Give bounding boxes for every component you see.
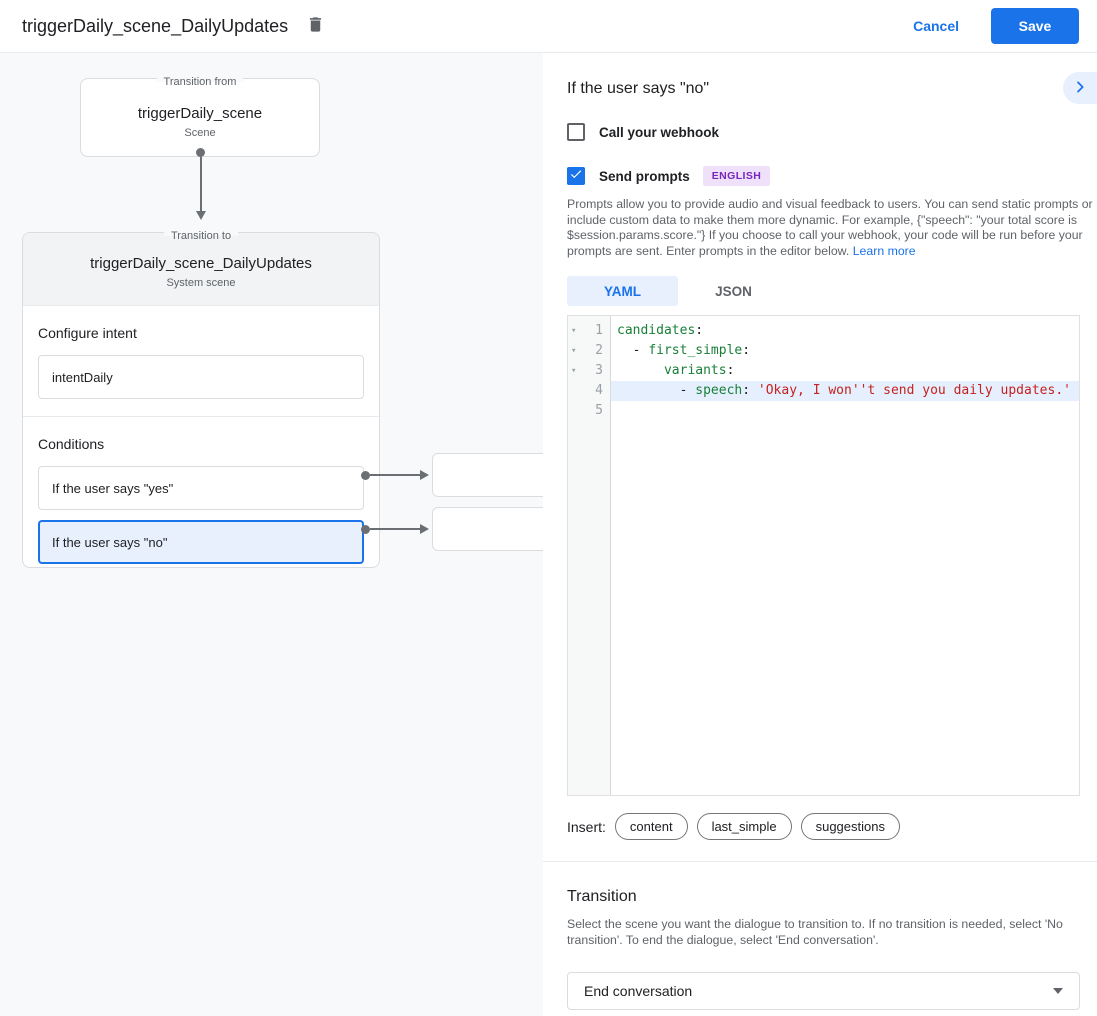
condition-detail-panel: If the user says "no" Call your webhook … (543, 53, 1097, 1016)
tab-json[interactable]: JSON (715, 283, 752, 299)
condition-no-port-dot (361, 525, 370, 534)
prompts-description-text: Prompts allow you to provide audio and v… (567, 197, 1093, 258)
scene-card-header: triggerDaily_scene_DailyUpdates System s… (23, 233, 379, 306)
insert-row: Insert: content last_simple suggestions (567, 813, 1080, 840)
gutter-line-number: ▾1 (568, 321, 610, 341)
send-prompts-checkbox[interactable] (567, 167, 585, 185)
delete-scene-button[interactable] (306, 15, 325, 37)
fold-arrow-icon[interactable]: ▾ (571, 346, 577, 356)
condition-item-yes[interactable]: If the user says "yes" (38, 466, 364, 510)
webhook-checkbox[interactable] (567, 123, 585, 141)
conditions-section: Conditions If the user says "yes" If the… (23, 417, 379, 581)
connector-line (200, 157, 202, 211)
collapse-panel-button[interactable] (1063, 72, 1097, 104)
arrowhead-right-icon (420, 524, 429, 534)
arrowhead-down-icon (196, 211, 206, 220)
connector-dot (196, 148, 205, 157)
transition-to-card: Transition to triggerDaily_scene_DailyUp… (22, 230, 380, 568)
chevron-right-icon (1072, 79, 1088, 98)
send-prompts-checkbox-row[interactable]: Send prompts ENGLISH (567, 166, 1080, 186)
caret-down-icon (1053, 988, 1063, 994)
code-line[interactable]: candidates: (617, 323, 704, 338)
transition-from-legend: Transition from (81, 72, 319, 90)
transition-from-node[interactable]: Transition from triggerDaily_scene Scene (80, 76, 320, 157)
insert-chip-suggestions[interactable]: suggestions (800, 813, 900, 840)
condition-no-connector (370, 528, 420, 530)
page-title: triggerDaily_scene_DailyUpdates (22, 15, 289, 36)
language-badge: ENGLISH (702, 166, 771, 186)
cancel-button[interactable]: Cancel (913, 18, 959, 34)
conditions-label: Conditions (38, 436, 105, 452)
webhook-checkbox-row[interactable]: Call your webhook (567, 123, 1080, 141)
code-line[interactable] (611, 401, 1079, 421)
trash-icon (306, 15, 325, 37)
from-scene-name: triggerDaily_scene (137, 104, 263, 122)
condition-yes-target-node[interactable] (432, 453, 558, 497)
condition-yes-port-dot (361, 471, 370, 480)
tab-yaml[interactable]: YAML (567, 276, 678, 306)
intent-item[interactable]: intentDaily (38, 355, 364, 399)
code-line[interactable]: variants: (663, 363, 735, 378)
gutter-line-number: 5 (595, 403, 603, 418)
send-prompts-label: Send prompts (599, 168, 690, 184)
webhook-label: Call your webhook (599, 124, 720, 140)
transition-select[interactable]: End conversation (567, 972, 1080, 1010)
insert-chip-last-simple[interactable]: last_simple (696, 813, 792, 840)
code-editor[interactable]: ▾1▾2▾3 4 5 candidates: - first_simple: var… (567, 315, 1080, 796)
insert-label: Insert: (567, 818, 606, 835)
scene-flow-canvas: Transition from triggerDaily_scene Scene… (0, 53, 558, 1016)
gutter-line-number: ▾3 (568, 361, 610, 381)
fold-arrow-icon[interactable]: ▾ (571, 326, 577, 336)
learn-more-link[interactable]: Learn more (852, 243, 916, 258)
configure-intent-section: Configure intent intentDaily (23, 306, 379, 416)
checkmark-icon (569, 167, 583, 186)
fold-arrow-icon[interactable]: ▾ (571, 366, 577, 376)
prompts-description: Prompts allow you to provide audio and v… (567, 197, 1097, 259)
insert-chip-content[interactable]: content (614, 813, 688, 840)
from-scene-type: Scene (184, 126, 216, 139)
editor-code-area[interactable]: candidates: - first_simple: variants: - … (611, 316, 1079, 795)
save-button[interactable]: Save (991, 8, 1079, 44)
gutter-line-number: 4 (595, 383, 603, 398)
editor-format-tabs: YAML JSON (567, 276, 1080, 306)
code-line[interactable]: - first_simple: (617, 343, 751, 358)
section-divider (543, 861, 1097, 862)
arrowhead-right-icon (420, 470, 429, 480)
card-divider (23, 416, 379, 417)
transition-description: Select the scene you want the dialogue t… (567, 917, 1063, 947)
gutter-line-number: ▾2 (568, 341, 610, 361)
top-bar: triggerDaily_scene_DailyUpdates Cancel S… (0, 0, 1097, 53)
panel-title: If the user says "no" (567, 80, 710, 97)
condition-yes-connector (370, 474, 420, 476)
condition-item-no[interactable]: If the user says "no" (38, 520, 364, 564)
editor-gutter: ▾1▾2▾3 4 5 (568, 316, 611, 795)
condition-no-target-node[interactable] (432, 507, 558, 551)
to-scene-name: triggerDaily_scene_DailyUpdates (90, 255, 312, 272)
transition-select-value: End conversation (584, 983, 693, 999)
configure-intent-label: Configure intent (38, 325, 137, 341)
code-line[interactable]: - speech: 'Okay, I won''t send you daily… (611, 381, 1079, 401)
to-scene-type: System scene (166, 277, 236, 289)
transition-section-title: Transition (567, 888, 637, 905)
